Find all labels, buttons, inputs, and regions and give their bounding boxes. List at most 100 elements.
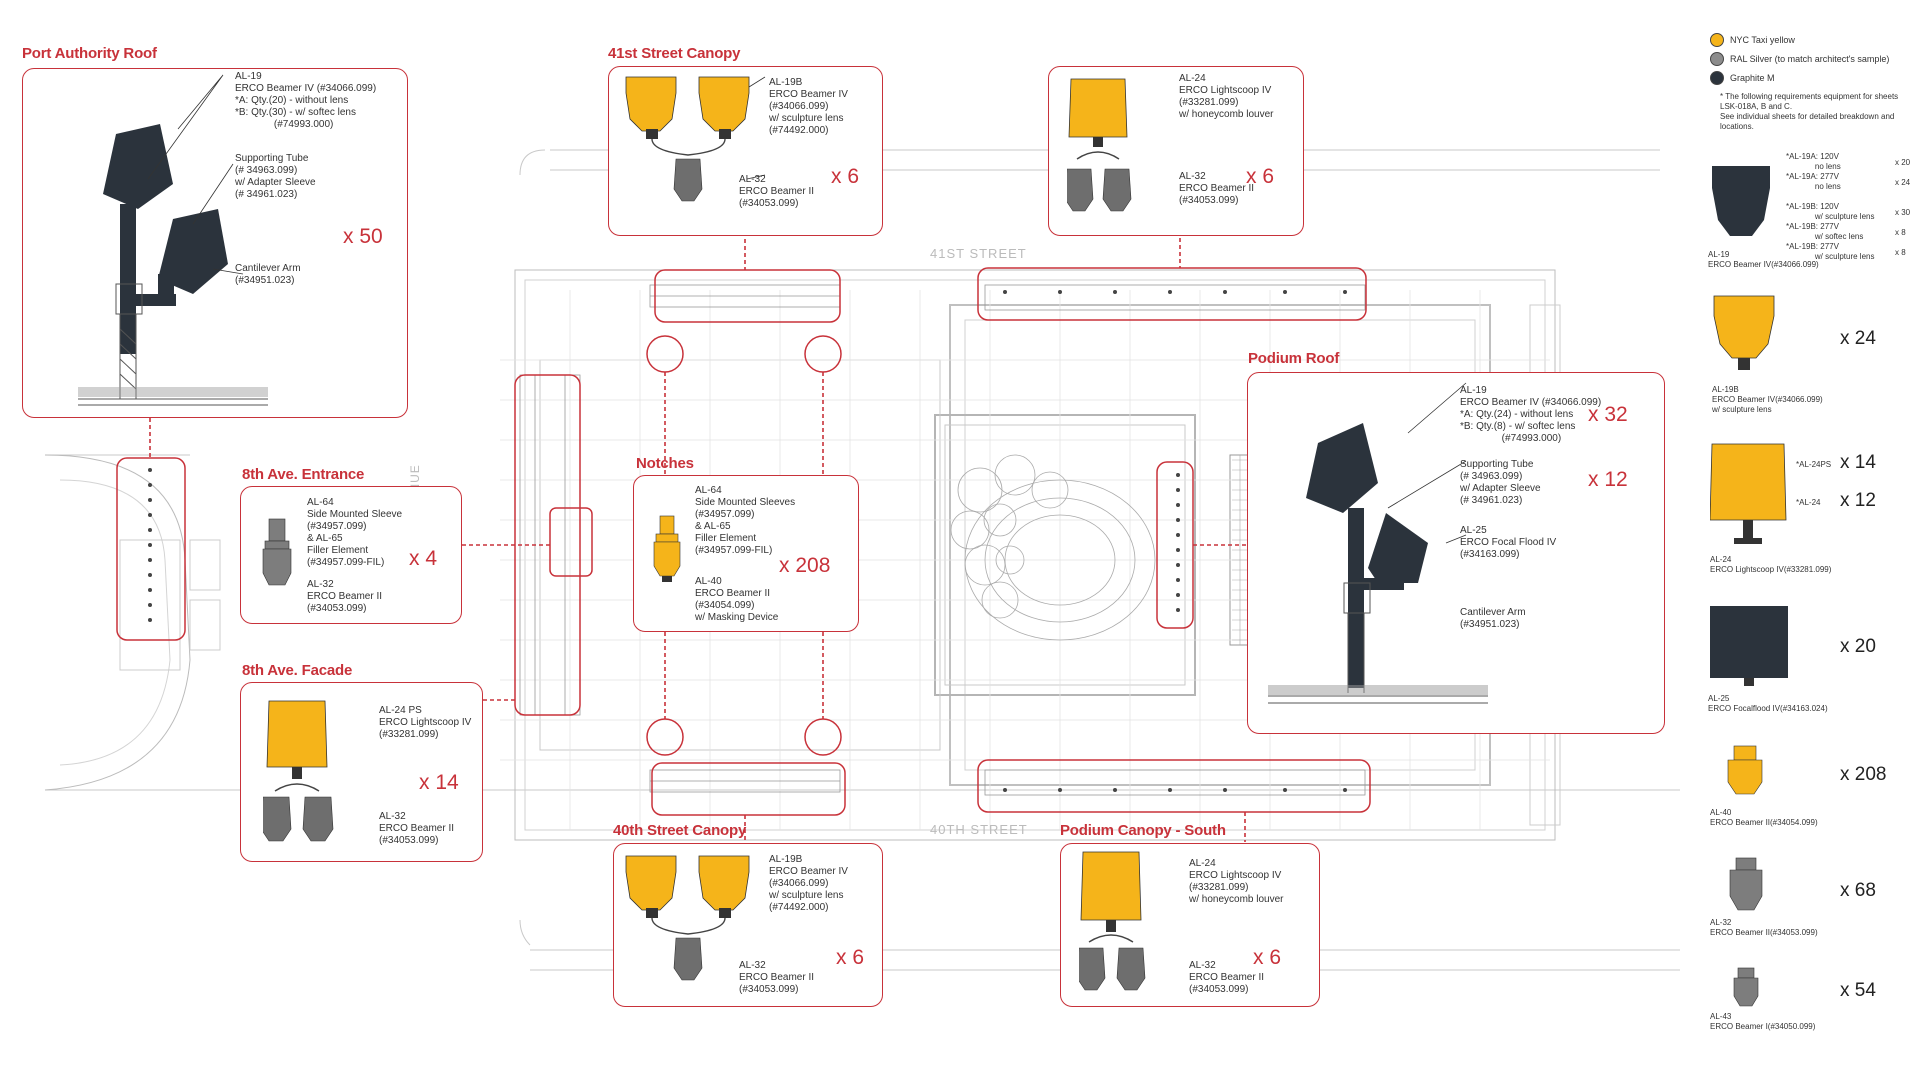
quantity-40th-canopy: x 6 [836,946,865,969]
al-40-icon [1727,745,1763,795]
street-label-41: 41ST STREET [930,246,1027,261]
al-19-pole-fixture-icon [78,124,268,406]
swatch-yellow [1710,33,1724,47]
legend-swatch-label: NYC Taxi yellow [1730,35,1795,45]
al-40-fixture-icon [653,515,681,582]
al-24-icon [1710,443,1787,544]
legend-swatch-label: Graphite M [1730,73,1775,83]
legend-al-32-qty: x 68 [1840,880,1876,901]
al-24-scoop-fixture-icon [1067,78,1132,212]
highlight-podium-canopy-south [977,759,1371,813]
panel-notches: AL-64 Side Mounted Sleeves (#34957.099) … [633,475,859,632]
highlight-41st-canopy [654,269,841,323]
panel-title-40th-canopy: 40th Street Canopy [613,822,747,839]
legend-al-24-qty1: x 14 [1840,452,1876,473]
legend-al-24-qty2: x 12 [1840,490,1876,511]
legend-al-24-tag2: *AL-24 [1796,498,1821,507]
label-al-19b: AL-19B ERCO Beamer IV (#34066.099) w/ sc… [769,854,848,913]
legend-al-25-qty: x 20 [1840,636,1876,657]
quantity-facade: x 14 [419,771,459,794]
al-24-ps-fixture-icon [263,700,334,842]
panel-title-facade: 8th Ave. Facade [242,662,353,679]
label-al-32: AL-32 ERCO Beamer II (#34053.099) [739,960,815,995]
highlight-entrance [549,507,593,577]
legend-item-name: AL-24 ERCO Lightscoop IV(#33281.099) [1710,555,1832,574]
label-cantilever-arm-podium: Cantilever Arm (#34951.023) [1460,607,1526,630]
al-19b-pair-fixture-icon [625,855,750,981]
legend-item-name: AL-43 ERCO Beamer I(#34050.099) [1710,1012,1816,1031]
label-al-25: AL-25 ERCO Focal Flood IV (#34163.099) [1460,525,1557,560]
legend-item-name: AL-19 ERCO Beamer IV(#34066.099) [1708,250,1819,269]
legend-item-name: AL-40 ERCO Beamer II(#34054.099) [1710,808,1818,827]
highlight-port-authority [116,457,186,641]
panel-title-entrance: 8th Ave. Entrance [242,466,365,483]
legend-al-19-variants: *AL-19A: 120V no lens *AL-19A: 277V no l… [1786,152,1875,261]
legend-al-43-qty: x 54 [1840,980,1876,1001]
panel-40th-street-canopy: AL-19B ERCO Beamer IV (#34066.099) w/ sc… [613,843,883,1007]
al-19-icon [1712,166,1770,236]
panel-8th-ave-entrance: AL-64 Side Mounted Sleeve (#34957.099) &… [240,486,462,624]
legend-item-name: AL-25 ERCO Focalflood IV(#34163.024) [1708,694,1828,713]
highlight-40th-canopy [651,762,846,816]
al-19b-icon [1713,295,1775,370]
label-al-19b: AL-19B ERCO Beamer IV (#34066.099) w/ sc… [769,77,848,136]
label-al-64: AL-64 Side Mounted Sleeve (#34957.099) &… [307,497,403,568]
al-43-icon [1733,967,1759,1007]
panel-title-notches: Notches [636,455,694,472]
al-24-scoop-fixture-icon [1079,851,1146,991]
label-al-19-podium: AL-19 ERCO Beamer IV (#34066.099) *A: Qt… [1460,385,1602,444]
legend-al-19b-qty: x 24 [1840,328,1876,349]
label-al-32: AL-32 ERCO Beamer II (#34053.099) [379,811,455,846]
quantity-podium-canopy-south: x 6 [1253,946,1282,969]
al-19-al-25-pole-fixture-icon [1268,423,1488,704]
label-al-24-ps: AL-24 PS ERCO Lightscoop IV (#33281.099) [379,705,472,740]
label-al-64-notches: AL-64 Side Mounted Sleeves (#34957.099) … [695,485,796,556]
label-al-32: AL-32 ERCO Beamer II (#34053.099) [307,579,383,614]
panel-title-41st-canopy: 41st Street Canopy [608,45,741,62]
panel-title-port-authority: Port Authority Roof [22,45,157,62]
al-25-icon [1710,606,1788,686]
label-supporting-tube-podium: Supporting Tube (# 34963.099) w/ Adapter… [1460,459,1541,506]
label-al-24: AL-24 ERCO Lightscoop IV (#33281.099) w/… [1179,73,1274,120]
quantity-podium-roof-al25: x 12 [1588,468,1628,491]
label-supporting-tube: Supporting Tube (# 34963.099) w/ Adapter… [235,153,316,200]
legend-al-19-counts: x 20 x 24 x 30 x 8 x 8 [1895,158,1911,257]
leader-lines-podium-roof [1387,382,1467,544]
legend-note: * The following requirements equipment f… [1720,92,1899,131]
label-al-40: AL-40 ERCO Beamer II (#34054.099) w/ Mas… [695,576,779,623]
quantity-port-authority: x 50 [343,225,383,248]
leader-lines-port-authority [147,74,244,275]
panel-41st-street-canopy: AL-19B ERCO Beamer IV (#34066.099) w/ sc… [608,66,883,236]
legend-item-name: AL-32 ERCO Beamer II(#34053.099) [1710,918,1818,937]
panel-title-podium-roof: Podium Roof [1248,350,1340,367]
legend-al-40-qty: x 208 [1840,764,1887,785]
label-cantilever-arm: Cantilever Arm (#34951.023) [235,263,301,286]
label-al-32: AL-32 ERCO Beamer II (#34053.099) [739,174,815,209]
street-label-40: 40TH STREET [930,822,1028,837]
quantity-podium-canopy-north: x 6 [1246,165,1275,188]
legend-item-name: AL-19B ERCO Beamer IV(#34066.099) w/ scu… [1712,385,1823,414]
panel-port-authority-roof: AL-19 ERCO Beamer IV (#34066.099) *A: Qt… [22,68,408,418]
al-32-icon [1729,857,1763,911]
leader-lines-41st [746,76,766,180]
label-al-19: AL-19 ERCO Beamer IV (#34066.099) *A: Qt… [235,71,377,130]
panel-podium-canopy-north: AL-24 ERCO Lightscoop IV (#33281.099) w/… [1048,66,1304,236]
panel-podium-canopy-south: AL-24 ERCO Lightscoop IV (#33281.099) w/… [1060,843,1320,1007]
legend-al-24-tag1: *AL-24PS [1796,460,1832,469]
al-64-sleeve-fixture-icon [262,518,292,586]
swatch-silver [1710,52,1724,66]
panel-8th-ave-facade: AL-24 PS ERCO Lightscoop IV (#33281.099)… [240,682,483,862]
label-al-32: AL-32 ERCO Beamer II (#34053.099) [1189,960,1265,995]
quantity-podium-roof-al19: x 32 [1588,403,1628,426]
panel-podium-roof: AL-19 ERCO Beamer IV (#34066.099) *A: Qt… [1247,372,1665,734]
panel-title-podium-canopy-south: Podium Canopy - South [1060,822,1226,839]
al-19b-pair-fixture-icon [625,76,750,202]
legend-swatch-label: RAL Silver (to match architect's sample) [1730,54,1890,64]
highlight-podium-canopy-north [977,267,1367,321]
label-al-24: AL-24 ERCO Lightscoop IV (#33281.099) w/… [1189,858,1284,905]
quantity-notches: x 208 [779,554,831,577]
quantity-41st-canopy: x 6 [831,165,860,188]
highlight-podium-roof [1156,461,1194,629]
